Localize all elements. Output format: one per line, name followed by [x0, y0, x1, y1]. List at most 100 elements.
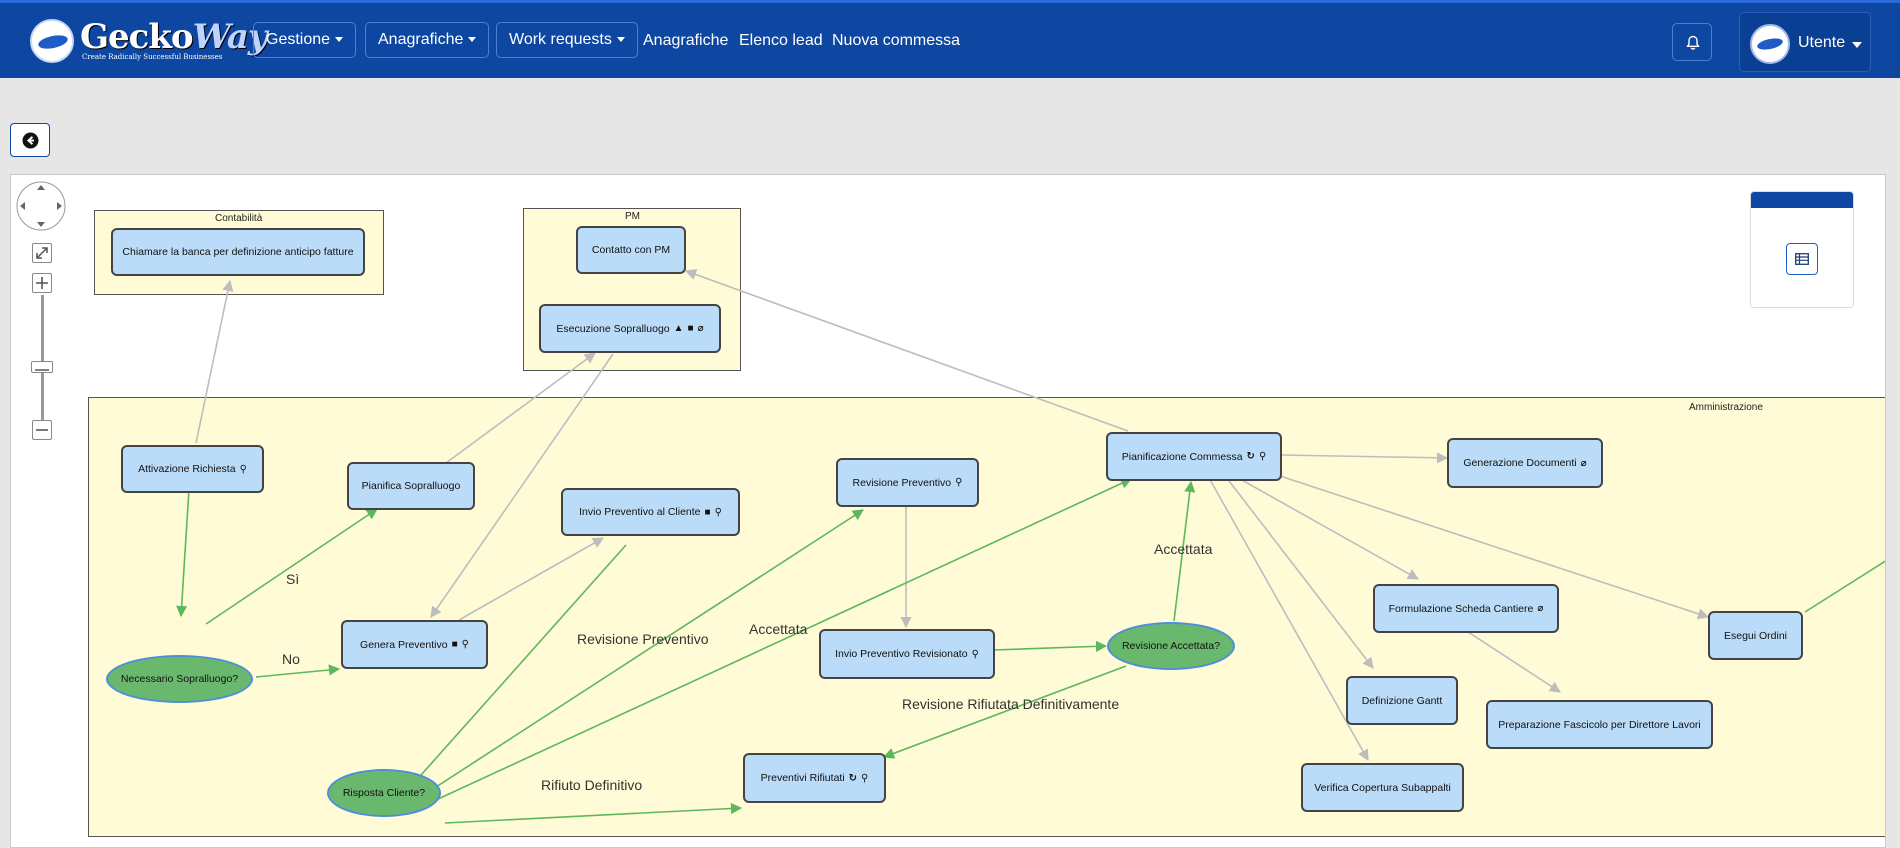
logo-tagline: Create Radically Successful Businesses — [82, 53, 223, 61]
geckoway-logo[interactable]: GeckoWay Create Radically Successful Bus… — [30, 17, 268, 65]
edge-pianificazione-to-esegui — [1270, 472, 1710, 620]
task-pianificazione-commessa[interactable]: Pianificazione Commessa↻⚲ — [1106, 432, 1282, 481]
pan-right-icon — [57, 202, 62, 210]
caret-down-icon — [1852, 42, 1862, 48]
caret-down-icon — [335, 37, 344, 43]
link-anagrafiche[interactable]: Anagrafiche — [643, 32, 729, 49]
zoom-slider-track[interactable] — [41, 295, 44, 425]
pan-up-icon — [37, 185, 45, 190]
task-contatto-pm[interactable]: Contatto con PM — [576, 226, 686, 274]
task-verifica-copertura-subappalti[interactable]: Verifica Copertura Subappalti — [1301, 763, 1464, 812]
edge-invio-to-risposta — [404, 544, 627, 794]
edge-label-si: Sì — [286, 571, 300, 587]
gecko-emblem-icon — [30, 19, 74, 63]
edge-label-rifiuto-definitivo: Rifiuto Definitivo — [541, 777, 643, 793]
link-elenco-lead[interactable]: Elenco lead — [739, 32, 823, 49]
fit-view-button[interactable] — [32, 243, 52, 263]
gateway-necessario-sopralluogo[interactable]: Necessario Sopralluogo? — [106, 655, 253, 703]
link-nuova-commessa[interactable]: Nuova commessa — [832, 32, 961, 49]
pan-down-icon — [37, 222, 45, 227]
task-preparazione-fascicolo[interactable]: Preparazione Fascicolo per Direttore Lav… — [1486, 700, 1713, 749]
task-chiamare-banca[interactable]: Chiamare la banca per definizione antici… — [111, 228, 365, 276]
avatar — [1750, 24, 1790, 64]
table-view-button[interactable] — [1786, 243, 1818, 275]
diagram-edges — [176, 269, 1885, 824]
zoom-in-button[interactable] — [32, 273, 52, 293]
caret-down-icon — [616, 37, 625, 43]
user-label: Utente — [1798, 34, 1846, 51]
gateway-risposta-cliente[interactable]: Risposta Cliente? — [327, 769, 441, 817]
task-generazione-documenti[interactable]: Generazione Documenti⌀ — [1447, 438, 1603, 488]
user-menu-button[interactable]: Utente — [1739, 12, 1871, 72]
task-attivazione-richiesta[interactable]: Attivazione Richiesta⚲ — [121, 445, 264, 493]
paperclip-icon: ⌀ — [1537, 603, 1544, 614]
task-preventivi-rifiutati[interactable]: Preventivi Rifiutati↻⚲ — [743, 753, 886, 803]
arrow-left-circle-icon — [22, 132, 39, 149]
edge-revisione-accettata-to-pianificazione — [1173, 480, 1196, 622]
plus-icon — [36, 277, 48, 289]
user-assign-icon: ⚲ — [1258, 451, 1267, 462]
edge-pianifica-to-esecuzione — [445, 352, 596, 464]
pan-control[interactable] — [16, 181, 66, 231]
edge-revisione-accettata-to-rifiutati — [882, 665, 1127, 759]
edge-label-no: No — [282, 651, 300, 667]
edge-risposta-to-revisione — [415, 509, 864, 801]
slider-grip-icon — [35, 369, 49, 371]
task-invio-preventivo[interactable]: Invio Preventivo al Cliente■⚲ — [561, 488, 740, 536]
edge-attivazione-to-necessario — [176, 488, 190, 618]
task-invio-preventivo-revisionato[interactable]: Invio Preventivo Revisionato⚲ — [819, 629, 995, 679]
refresh-icon: ↻ — [848, 772, 858, 784]
lane-title: Amministrazione — [1689, 402, 1763, 413]
minus-icon — [36, 429, 48, 431]
menu-anagrafiche[interactable]: Anagrafiche — [365, 22, 490, 58]
paperclip-icon: ⌀ — [1580, 457, 1587, 469]
gateway-revisione-accettata[interactable]: Revisione Accettata? — [1107, 622, 1235, 670]
user-assign-icon: ⚲ — [461, 639, 469, 650]
edge-pianificazione-to-gantt — [1225, 476, 1374, 669]
task-genera-preventivo[interactable]: Genera Preventivo■⚲ — [341, 620, 488, 669]
task-formulazione-scheda-cantiere[interactable]: Formulazione Scheda Cantiere⌀ — [1373, 584, 1559, 633]
task-definizione-gantt[interactable]: Definizione Gantt — [1346, 676, 1458, 725]
lane-title: PM — [625, 211, 640, 222]
pan-left-icon — [20, 202, 25, 210]
notifications-button[interactable] — [1672, 23, 1712, 61]
expand-icon — [36, 247, 48, 259]
paperclip-icon: ⌀ — [697, 323, 704, 334]
edge-label-revisione-rifiutata: Revisione Rifiutata Definitivamente — [902, 696, 1120, 712]
user-assign-icon: ⚲ — [955, 477, 963, 488]
user-assign-icon: ⚲ — [714, 506, 722, 518]
zoom-slider-thumb[interactable] — [31, 361, 53, 373]
zoom-out-button[interactable] — [32, 420, 52, 440]
caret-down-icon — [468, 37, 477, 43]
task-esegui-ordini[interactable]: Esegui Ordini — [1708, 611, 1803, 660]
back-button[interactable] — [10, 123, 50, 157]
warning-icon: ▲ — [673, 323, 684, 334]
edge-necessario-si-pianifica — [205, 508, 378, 625]
diagram-canvas[interactable]: Contabilità PM Amministrazione — [10, 174, 1886, 848]
edge-necessario-no-genera — [255, 664, 341, 678]
edge-esegui-to-offscreen — [1804, 560, 1885, 613]
user-assign-icon: ⚲ — [971, 648, 979, 660]
top-navbar: GeckoWay Create Radically Successful Bus… — [0, 0, 1900, 78]
side-panel — [1750, 191, 1854, 308]
task-pianifica-sopralluogo[interactable]: Pianifica Sopralluogo — [347, 462, 475, 510]
edge-invio-revisionato-to-revisione-accettata — [992, 640, 1108, 652]
edge-label-accettata: Accettata — [1154, 541, 1213, 557]
panel-header-bar — [1751, 192, 1853, 208]
edge-genera-to-invio — [458, 537, 604, 621]
checkbox-icon: ■ — [687, 323, 694, 334]
task-esecuzione-sopralluogo[interactable]: Esecuzione Sopralluogo▲■⌀ — [539, 304, 721, 353]
refresh-icon: ↻ — [1246, 451, 1255, 462]
edge-esecuzione-to-genera — [430, 353, 614, 618]
edge-attivazione-to-banca — [195, 279, 234, 444]
menu-gestione[interactable]: Gestione — [253, 22, 357, 58]
user-assign-icon: ⚲ — [861, 772, 869, 784]
user-assign-icon: ⚲ — [239, 463, 247, 475]
table-list-icon — [1795, 253, 1809, 265]
logo-text: GeckoWay — [80, 17, 268, 57]
edge-risposta-to-rifiutati — [444, 802, 743, 824]
edge-pianificazione-to-documenti — [1280, 452, 1449, 464]
task-revisione-preventivo[interactable]: Revisione Preventivo⚲ — [836, 458, 979, 507]
bell-icon — [1686, 35, 1700, 50]
menu-work-requests[interactable]: Work requests — [496, 22, 638, 58]
